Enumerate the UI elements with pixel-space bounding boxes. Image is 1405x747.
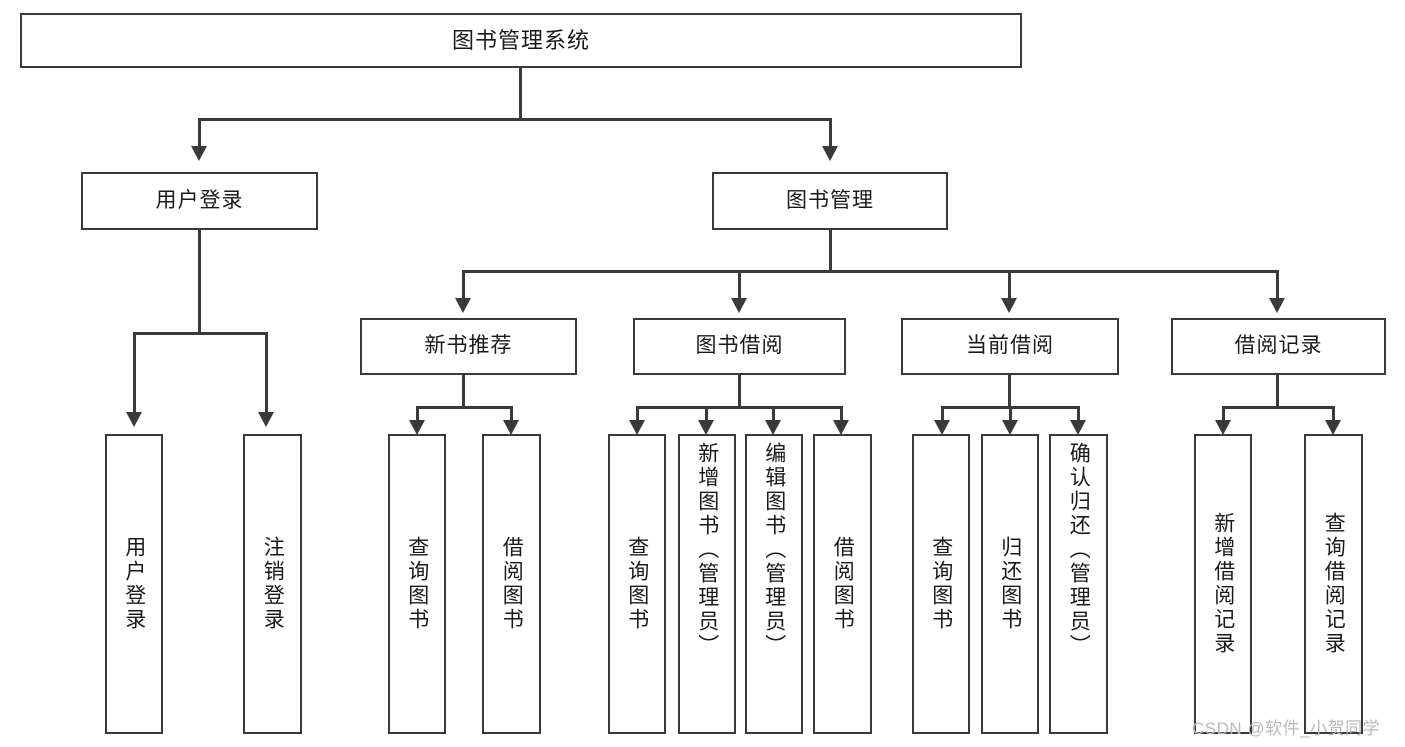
node-label: 当前借阅 (966, 334, 1054, 358)
node-label: 查询图书 (625, 536, 649, 632)
csdn-watermark: CSDN @软件_小贺同学 (1192, 719, 1381, 738)
arrowhead-cb-query-book (934, 420, 950, 435)
connector-bb-drop-4 (840, 406, 843, 422)
connector-bb-drop-1 (636, 406, 639, 422)
arrowhead-br-add-record (1215, 420, 1231, 435)
leaf-bb-query-book[interactable]: 查询图书 (608, 434, 666, 734)
connector-br-drop-2 (1332, 406, 1335, 422)
arrowhead-book-borrow (731, 298, 747, 313)
node-label: 借阅图书 (831, 536, 855, 632)
arrowhead-new-book (455, 298, 471, 313)
connector-level3-bus (462, 270, 1279, 273)
arrowhead-bb-add-book (698, 420, 714, 435)
arrowhead-bb-borrow-book (833, 420, 849, 435)
node-root-system[interactable]: 图书管理系统 (20, 13, 1022, 68)
arrowhead-book-mgmt (822, 146, 838, 161)
node-label: 图书管理系统 (451, 27, 590, 53)
leaf-bb-borrow-book[interactable]: 借阅图书 (813, 434, 872, 734)
connector-book-borrow-stem (738, 375, 741, 408)
node-label: 图书管理 (786, 188, 874, 212)
node-label: 查询借阅记录 (1322, 512, 1346, 656)
connector-new-book-stem (462, 375, 465, 408)
leaf-nb-borrow-book[interactable]: 借阅图书 (482, 434, 541, 734)
connector-user-login-stem (198, 230, 201, 334)
node-label: 注销登录 (261, 536, 285, 632)
arrowhead-cb-return-book (1002, 420, 1018, 435)
node-label: 借阅图书 (500, 536, 524, 632)
arrowhead-cb-confirm-return (1070, 420, 1086, 435)
connector-to-borrow-record (1276, 270, 1279, 300)
leaf-bb-add-book[interactable]: 新增图书（管理员） (678, 434, 736, 734)
connector-cb-drop-1 (941, 406, 944, 422)
connector-current-borrow-stem (1008, 375, 1011, 408)
leaf-cb-confirm-return[interactable]: 确认归还（管理员） (1049, 434, 1108, 734)
node-borrow-record[interactable]: 借阅记录 (1171, 318, 1386, 375)
arrowhead-nb-borrow-book (503, 420, 519, 435)
node-user-login[interactable]: 用户登录 (81, 172, 318, 230)
node-label: 确认归还（管理员） (1067, 442, 1091, 658)
leaf-br-query-record[interactable]: 查询借阅记录 (1304, 434, 1363, 734)
connector-user-login-drop-2 (265, 332, 268, 414)
node-label: 编辑图书（管理员） (762, 442, 786, 658)
node-label: 新增借阅记录 (1211, 512, 1235, 656)
node-label: 用户登录 (155, 188, 244, 212)
leaf-cb-return-book[interactable]: 归还图书 (981, 434, 1039, 734)
node-current-borrow[interactable]: 当前借阅 (901, 318, 1119, 375)
connector-to-book-borrow (738, 270, 741, 300)
arrowhead-borrow-record (1269, 298, 1285, 313)
node-label: 查询图书 (929, 536, 953, 632)
connector-bb-drop-2 (705, 406, 708, 422)
connector-cb-drop-3 (1077, 406, 1080, 422)
connector-book-mgmt-stem (829, 230, 832, 272)
connector-to-user-login (198, 118, 201, 148)
leaf-cb-query-book[interactable]: 查询图书 (912, 434, 970, 734)
connector-borrow-record-stem (1276, 375, 1279, 408)
node-label: 新书推荐 (424, 334, 513, 358)
arrowhead-br-query-record (1325, 420, 1341, 435)
connector-new-book-drop-2 (510, 406, 513, 422)
connector-level2-bus (198, 118, 832, 121)
arrowhead-bb-query-book (629, 420, 645, 435)
connector-to-book-mgmt (829, 118, 832, 148)
connector-to-new-book (462, 270, 465, 300)
node-book-borrow[interactable]: 图书借阅 (633, 318, 846, 375)
connector-user-login-bus (133, 332, 268, 335)
arrowhead-user-login (191, 146, 207, 161)
connector-new-book-drop-1 (416, 406, 419, 422)
connector-new-book-bus (416, 406, 513, 409)
arrowhead-leaf-user-login (126, 412, 142, 427)
connector-root-stem (519, 68, 522, 118)
leaf-nb-query-book[interactable]: 查询图书 (388, 434, 446, 734)
node-new-book-recommend[interactable]: 新书推荐 (360, 318, 577, 375)
connector-book-borrow-bus (636, 406, 843, 409)
arrowhead-nb-query-book (409, 420, 425, 435)
connector-to-current-borrow (1008, 270, 1011, 300)
node-label: 借阅记录 (1234, 334, 1323, 358)
connector-bb-drop-3 (772, 406, 775, 422)
connector-br-drop-1 (1222, 406, 1225, 422)
leaf-br-add-record[interactable]: 新增借阅记录 (1194, 434, 1252, 734)
arrowhead-current-borrow (1001, 298, 1017, 313)
leaf-user-login[interactable]: 用户登录 (105, 434, 163, 734)
arrowhead-leaf-logout (258, 412, 274, 427)
node-label: 用户登录 (122, 536, 146, 632)
connector-user-login-drop-1 (133, 332, 136, 414)
arrowhead-bb-edit-book (765, 420, 781, 435)
connector-cb-drop-2 (1009, 406, 1012, 422)
node-label: 图书借阅 (695, 334, 784, 358)
node-label: 归还图书 (998, 536, 1022, 632)
connector-borrow-record-bus (1222, 406, 1335, 409)
node-book-management[interactable]: 图书管理 (712, 172, 948, 230)
leaf-logout[interactable]: 注销登录 (243, 434, 302, 734)
node-label: 查询图书 (405, 536, 429, 632)
leaf-bb-edit-book[interactable]: 编辑图书（管理员） (745, 434, 803, 734)
node-label: 新增图书（管理员） (695, 442, 719, 658)
